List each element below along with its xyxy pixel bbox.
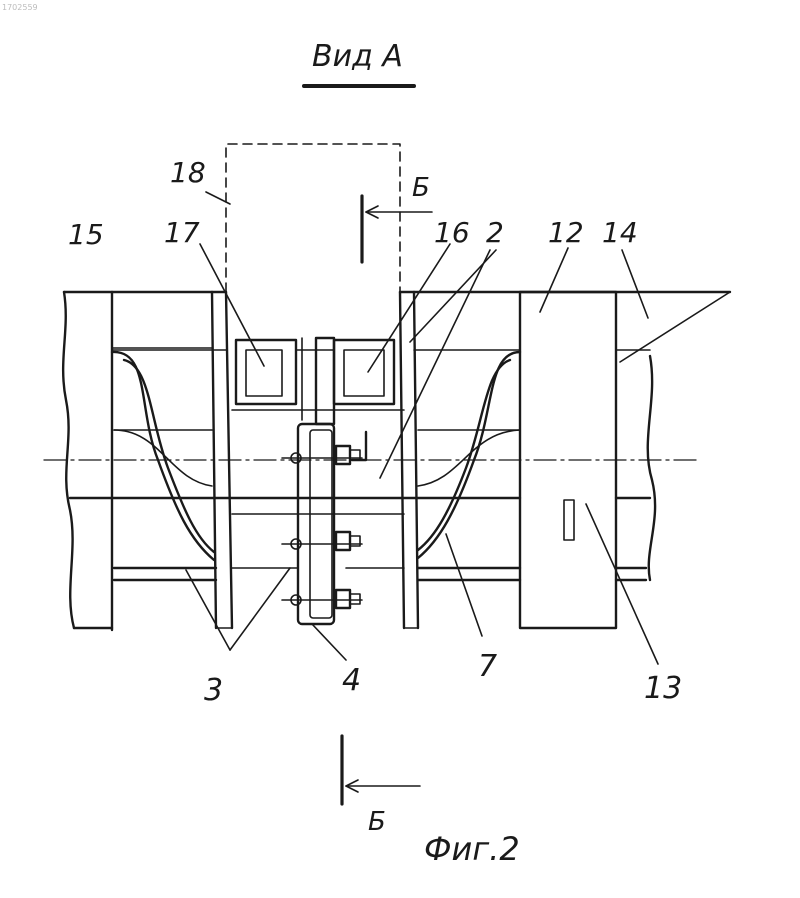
corner-code: 1702559: [2, 3, 38, 12]
figure-caption: Фиг.2: [424, 830, 520, 868]
label-4: 4: [342, 663, 361, 698]
right-spring-7: [418, 352, 520, 558]
label-18: 18: [170, 156, 206, 189]
right-break-edge: [648, 356, 655, 580]
left-spring-7: [112, 352, 214, 560]
section-mark-bottom: [342, 736, 420, 804]
label-14: 14: [602, 216, 638, 249]
bracket-17: [236, 340, 296, 404]
leader-lines: [186, 192, 658, 664]
section-letter-top: Б: [412, 173, 430, 203]
label-15: 15: [68, 218, 104, 251]
label-3: 3: [204, 673, 223, 708]
label-2: 2: [486, 216, 504, 249]
section-letter-bottom: Б: [368, 807, 386, 837]
dashed-envelope-18: [226, 144, 400, 292]
label-12: 12: [548, 216, 584, 249]
section-mark-top: [362, 196, 432, 262]
small-bracket: [352, 432, 366, 460]
label-13: 13: [644, 671, 682, 706]
view-title: Вид А: [312, 39, 403, 74]
bolts: [282, 446, 362, 608]
label-16: 16: [434, 216, 470, 249]
label-17: 17: [164, 216, 200, 249]
coupling-plate-4: [298, 424, 334, 624]
center-post: [302, 338, 334, 424]
pin-13: [564, 500, 574, 540]
label-7: 7: [478, 649, 497, 684]
bracket-16: [334, 340, 394, 404]
